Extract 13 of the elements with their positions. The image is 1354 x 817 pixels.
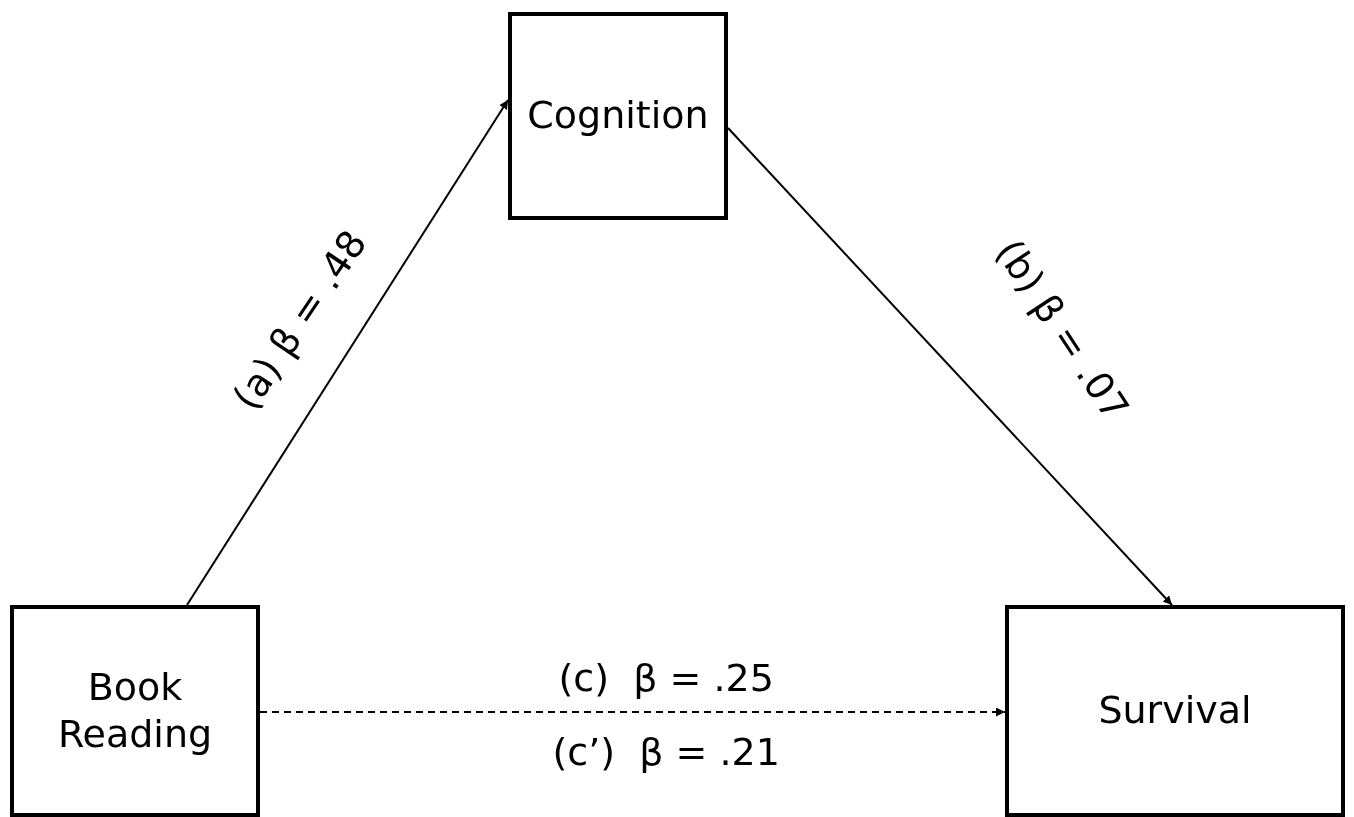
edge-label: (a) β = .48: [224, 222, 376, 418]
path-coefficient: (c’) β = .21: [552, 730, 780, 774]
arrow: [186, 99, 509, 606]
edge-label: (b) β = .07: [986, 231, 1137, 429]
variable-box: [1005, 605, 1345, 817]
edge-label: (c) β = .25: [558, 656, 774, 700]
variable-box: [508, 12, 728, 220]
node-label: Cognition: [527, 92, 709, 140]
arrow: [259, 707, 1006, 717]
variable-box: [10, 605, 260, 817]
arrow: [727, 127, 1173, 606]
node-label: Survival: [1098, 687, 1252, 735]
node-label: Book Reading: [56, 663, 214, 758]
